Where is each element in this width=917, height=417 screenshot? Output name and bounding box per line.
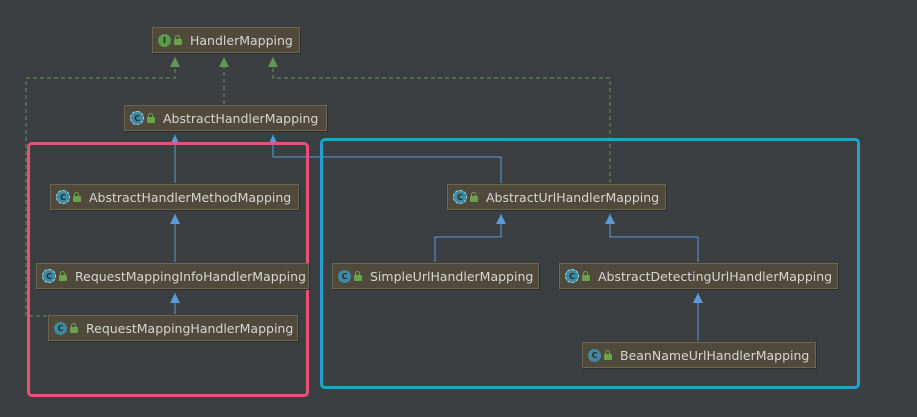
abstract-class-icon: C [56,190,70,204]
public-lock-icon [354,271,363,281]
node-abstract-handler-method-mapping[interactable]: C AbstractHandlerMethodMapping [50,184,299,210]
arrowhead-extends [496,214,506,224]
node-request-mapping-handler-mapping[interactable]: C RequestMappingHandlerMapping [48,315,298,341]
abstract-class-icon: C [453,190,467,204]
abstract-class-icon: C [130,111,144,125]
public-lock-icon [70,323,79,333]
public-lock-icon [174,35,183,45]
class-icon: C [338,269,351,283]
node-simple-url-handler-mapping[interactable]: C SimpleUrlHandlerMapping [332,263,539,289]
arrowhead-extends [693,293,703,303]
public-lock-icon [604,350,613,360]
arrowhead-extends [605,214,615,224]
arrowhead-implements [219,57,229,67]
edge-extends-AbstractUrlHandlerMapping-to-AbstractHandlerMapping [272,135,502,183]
node-bean-name-url-handler-mapping[interactable]: C BeanNameUrlHandlerMapping [582,342,816,368]
node-request-mapping-info-handler-mapping[interactable]: C RequestMappingInfoHandlerMapping [36,263,309,289]
node-abstract-handler-mapping[interactable]: C AbstractHandlerMapping [124,105,327,131]
edge-extends-SimpleUrlHandlerMapping-to-AbstractUrlHandlerMapping [434,214,502,262]
interface-icon: I [158,33,171,47]
node-abstract-url-handler-mapping[interactable]: C AbstractUrlHandlerMapping [447,184,666,210]
node-label: BeanNameUrlHandlerMapping [620,347,810,363]
node-label: AbstractUrlHandlerMapping [486,189,660,205]
node-handler-mapping[interactable]: I HandlerMapping [152,27,300,53]
public-lock-icon [147,113,156,123]
public-lock-icon [73,192,82,202]
public-lock-icon [582,271,591,281]
public-lock-icon [59,271,68,281]
abstract-class-icon: C [42,269,56,283]
edge-extends-AbstractDetectingUrlHandlerMapping-to-AbstractUrlHandlerMapping [609,214,699,262]
arrowhead-implements [268,57,278,67]
node-label: HandlerMapping [190,32,293,48]
class-icon: C [588,348,601,362]
edge-implements-AbstractUrlHandlerMapping-to-HandlerMapping [272,57,611,183]
arrowhead-implements [170,57,180,67]
node-abstract-detecting-url-handler-mapping[interactable]: C AbstractDetectingUrlHandlerMapping [559,263,838,289]
class-icon: C [54,321,67,335]
node-label: AbstractDetectingUrlHandlerMapping [598,268,833,284]
public-lock-icon [470,192,479,202]
node-label: AbstractHandlerMapping [163,110,319,126]
highlight-box-url-mapping [320,138,860,389]
node-label: RequestMappingInfoHandlerMapping [75,268,306,284]
arrowhead-extends [170,293,180,303]
node-label: SimpleUrlHandlerMapping [370,268,534,284]
abstract-class-icon: C [565,269,579,283]
arrowhead-extends [170,214,180,224]
node-label: AbstractHandlerMethodMapping [89,189,292,205]
node-label: RequestMappingHandlerMapping [86,320,294,336]
edge-implements-RequestMappingHandlerMapping-to-HandlerMapping [25,57,176,317]
